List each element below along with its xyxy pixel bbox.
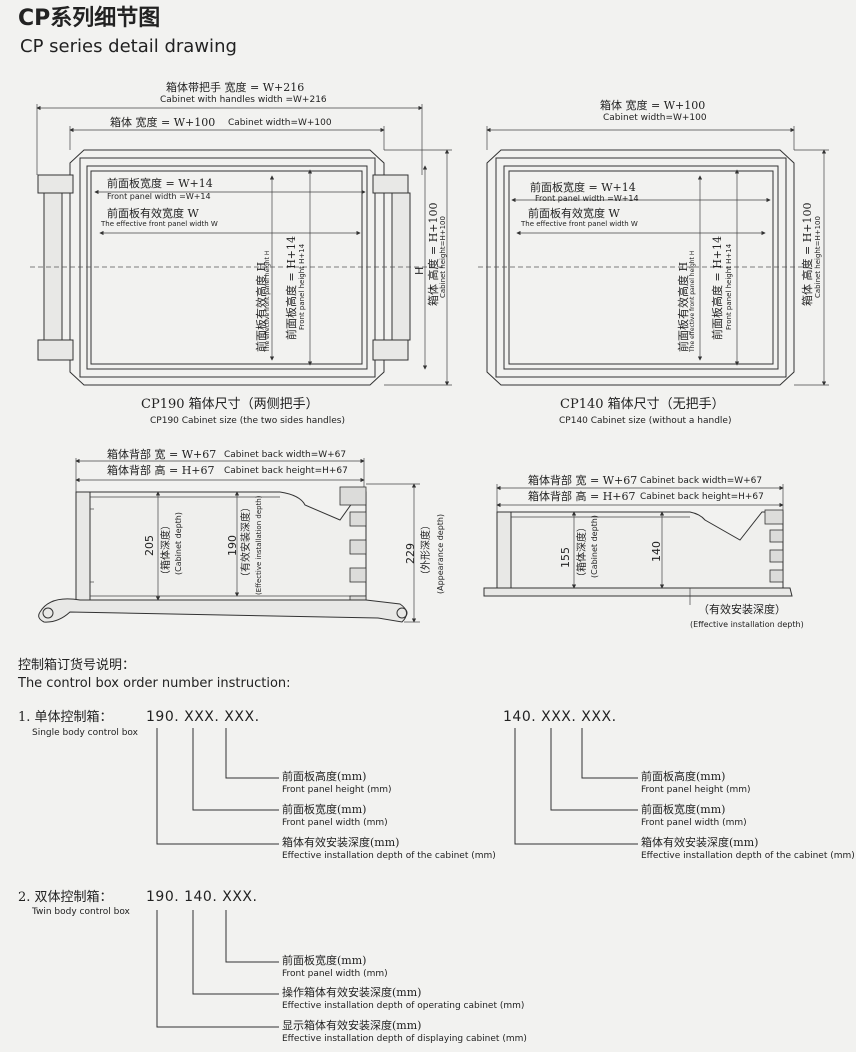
twin-item-3-en: Effective installation depth of displayi… xyxy=(282,1034,527,1044)
cp140-cabinet-height-cn: 箱体 高度 = H+100 xyxy=(801,202,814,306)
cp190-h-label: H xyxy=(413,266,426,275)
cp190-eff-value: 190 xyxy=(226,535,239,556)
single-190-item-3-cn: 箱体有效安装深度(mm) xyxy=(282,836,400,849)
cp190-panel-height-en: Front panel height H+14 xyxy=(298,243,306,330)
cp190-handles-width-en: Cabinet with handles width =W+216 xyxy=(160,95,327,105)
right-handle-bar xyxy=(391,192,411,341)
cp140-back-width-en: Cabinet back width=W+67 xyxy=(640,476,763,486)
left-handle-bottom xyxy=(37,339,74,361)
single-140-item-1-cn: 前面板高度(mm) xyxy=(641,770,726,783)
cp140-eff-height-en: The effective front panel height H xyxy=(689,250,696,352)
cp140-eff-width-en: The effective front panel width W xyxy=(521,220,638,228)
cp190-app-cn: （外形深度） xyxy=(421,520,432,580)
cp140-cabinet-width-en: Cabinet width=W+100 xyxy=(603,113,707,123)
single-body-en: Single body control box xyxy=(32,728,138,738)
cp140-eff-width-cn: 前面板有效宽度 W xyxy=(528,207,620,220)
cp190-cabinet-width-cn: 箱体 宽度 = W+100 xyxy=(110,116,216,129)
single-190-item-2-en: Front panel width (mm) xyxy=(282,818,388,828)
twin-body-cn: 2. 双体控制箱： xyxy=(18,890,113,905)
cp190-handles-width-cn: 箱体带把手 宽度 = W+216 xyxy=(166,81,305,94)
cp190-depth-en: (Cabinet depth) xyxy=(174,512,183,575)
cp190-back-width-en: Cabinet back width=W+67 xyxy=(224,450,347,460)
cp190-caption-en: CP190 Cabinet size (the two sides handle… xyxy=(150,416,345,426)
cp190-caption-cn: CP190 箱体尺寸（两侧把手） xyxy=(141,397,319,412)
cp140-eff-value: 140 xyxy=(650,541,663,562)
single-code-140: 140. XXX. XXX. xyxy=(503,709,617,725)
twin-body-en: Twin body control box xyxy=(32,907,130,917)
twin-item-3-cn: 显示箱体有效安装深度(mm) xyxy=(282,1019,422,1032)
cp190-front-view xyxy=(30,104,452,386)
twin-item-2-cn: 操作箱体有效安装深度(mm) xyxy=(282,986,422,999)
cp190-panel-width-en: Front panel width =W+14 xyxy=(107,192,211,201)
cp190-depth-value: 205 xyxy=(143,535,156,556)
page-title-en: CP series detail drawing xyxy=(20,36,237,57)
twin-item-2-en: Effective installation depth of operatin… xyxy=(282,1001,525,1011)
page-title-cn: CP系列细节图 xyxy=(18,6,161,31)
cp140-depth-value: 155 xyxy=(559,547,572,568)
cp140-caption-en: CP140 Cabinet size (without a handle) xyxy=(559,416,732,426)
cp140-depth-en: (Cabinet depth) xyxy=(590,515,599,578)
cp190-app-en: (Appearance depth) xyxy=(436,513,445,594)
twin-item-1-cn: 前面板宽度(mm) xyxy=(282,954,367,967)
single-140-item-1-en: Front panel height (mm) xyxy=(641,785,751,795)
cp140-front-view xyxy=(478,126,829,386)
single-code-190: 190. XXX. XXX. xyxy=(146,709,260,725)
twin-item-1-en: Front panel width (mm) xyxy=(282,969,388,979)
cp190-back-height-en: Cabinet back height=H+67 xyxy=(224,466,348,476)
cp140-back-height-cn: 箱体背部 高 = H+67 xyxy=(528,490,636,503)
cp140-panel-width-cn: 前面板宽度 = W+14 xyxy=(530,181,636,194)
cp190-back-width-cn: 箱体背部 宽 = W+67 xyxy=(107,448,217,461)
cp190-app-value: 229 xyxy=(404,543,417,564)
cp190-back-height-cn: 箱体背部 高 = H+67 xyxy=(107,464,215,477)
cp140-back-width-cn: 箱体背部 宽 = W+67 xyxy=(528,474,638,487)
cp190-panel-height-cn: 前面板高度 = H+14 xyxy=(285,235,298,340)
cp140-eff-en: (Effective installation depth) xyxy=(690,620,804,629)
cp190-eff-height-en: The effective front panel height H xyxy=(264,250,271,352)
single-140-item-3-en: Effective installation depth of the cabi… xyxy=(641,851,855,861)
cp140-cabinet-width-cn: 箱体 宽度 = W+100 xyxy=(600,99,706,112)
twin-code: 190. 140. XXX. xyxy=(146,889,258,905)
cp190-eff-width-en: The effective front panel width W xyxy=(101,220,218,228)
cp190-side-view xyxy=(38,458,420,623)
left-handle-top xyxy=(37,174,74,194)
single-140-item-2-en: Front panel width (mm) xyxy=(641,818,747,828)
single-body-cn: 1. 单体控制箱： xyxy=(18,710,113,725)
cp140-eff-height-cn: 前面板有效高度 H xyxy=(677,261,690,352)
cp140-back-height-en: Cabinet back height=H+67 xyxy=(640,492,764,502)
single-190-item-1-cn: 前面板高度(mm) xyxy=(282,770,367,783)
cp140-cabinet-height-en: Cabinet height=H+100 xyxy=(814,216,822,298)
order-leader-lines xyxy=(156,728,638,1028)
single-190-item-3-en: Effective installation depth of the cabi… xyxy=(282,851,496,861)
cp190-eff-width-cn: 前面板有效宽度 W xyxy=(107,207,199,220)
single-140-item-2-cn: 前面板宽度(mm) xyxy=(641,803,726,816)
cp190-cabinet-height-en: Cabinet height=H+100 xyxy=(439,216,447,298)
cp140-caption-cn: CP140 箱体尺寸（无把手） xyxy=(560,397,725,412)
cp140-eff-cn: （有效安装深度） xyxy=(698,603,786,616)
cp140-depth-cn: （箱体深度） xyxy=(577,522,588,582)
cp140-panel-height-en: Front panel height H+14 xyxy=(725,243,733,330)
single-190-item-1-en: Front panel height (mm) xyxy=(282,785,392,795)
cp140-panel-height-cn: 前面板高度 = H+14 xyxy=(711,235,724,340)
right-handle-top xyxy=(372,174,409,194)
cp190-cabinet-height-cn: 箱体 高度 = H+100 xyxy=(427,202,440,306)
cp190-panel-width-cn: 前面板宽度 = W+14 xyxy=(107,177,213,190)
order-heading-en: The control box order number instruction… xyxy=(18,676,291,691)
right-handle-bottom xyxy=(372,339,409,361)
cp140-side-view xyxy=(483,484,793,605)
cp140-panel-width-en: Front panel width =W+14 xyxy=(535,194,639,203)
left-handle-bar xyxy=(43,192,63,341)
cp190-cabinet-width-en: Cabinet width=W+100 xyxy=(228,118,332,128)
order-heading-cn: 控制箱订货号说明： xyxy=(18,658,136,673)
cp190-depth-cn: （箱体深度） xyxy=(161,520,172,580)
single-190-item-2-cn: 前面板宽度(mm) xyxy=(282,803,367,816)
single-140-item-3-cn: 箱体有效安装深度(mm) xyxy=(641,836,759,849)
cp190-eff-cn: （有效安装深度） xyxy=(241,502,252,582)
cp190-eff-en: (Effective installation depth) xyxy=(255,495,263,595)
